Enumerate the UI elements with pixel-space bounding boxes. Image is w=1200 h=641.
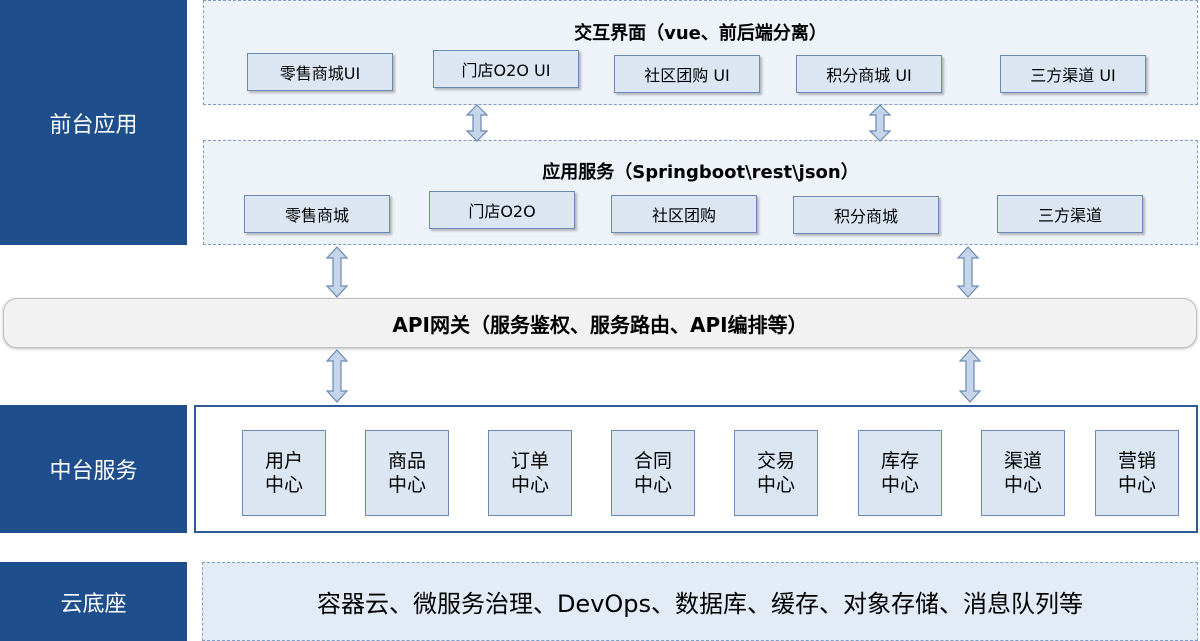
- arrow-ui-service-left: [465, 104, 489, 142]
- center-transaction: 交易 中心: [734, 430, 818, 516]
- center-line1: 商品: [387, 450, 426, 472]
- center-line1: 订单: [510, 450, 549, 472]
- center-line1: 交易: [756, 450, 795, 472]
- center-contract: 合同 中心: [611, 430, 695, 516]
- middle-services-panel: 用户 中心 商品 中心 订单 中心 合同 中心 交易 中心 库存 中心 渠道 中…: [194, 405, 1198, 533]
- middle-label: 中台服务: [0, 405, 187, 533]
- ui-box-third-party: 三方渠道 UI: [1000, 55, 1146, 93]
- service-layer-panel: 应用服务（Springboot\rest\json） 零售商城 门店O2O 社区…: [203, 140, 1198, 245]
- base-label-text: 云底座: [60, 591, 127, 617]
- service-box-label: 社区团购: [651, 206, 716, 225]
- center-inventory: 库存 中心: [858, 430, 942, 516]
- interaction-layer-panel: 交互界面（vue、前后端分离） 零售商城UI 门店O2O UI 社区团购 UI …: [203, 0, 1198, 105]
- arrow-service-gateway-right: [956, 246, 980, 298]
- ui-box-label: 零售商城UI: [279, 64, 361, 83]
- center-line2: 中心: [1003, 474, 1042, 496]
- ui-box-o2o: 门店O2O UI: [433, 50, 579, 88]
- api-gateway-bar: API网关（服务鉴权、服务路由、API编排等）: [3, 298, 1197, 348]
- center-line2: 中心: [264, 474, 303, 496]
- center-line1: 营销: [1117, 450, 1156, 472]
- frontend-label: 前台应用: [0, 0, 187, 245]
- service-box-label: 积分商城: [833, 207, 898, 226]
- api-gateway-label: API网关（服务鉴权、服务路由、API编排等）: [392, 312, 808, 337]
- center-channel: 渠道 中心: [981, 430, 1065, 516]
- base-label: 云底座: [0, 562, 187, 641]
- arrow-gateway-middle-left: [325, 349, 349, 403]
- center-line2: 中心: [880, 474, 919, 496]
- cloud-base-panel: 容器云、微服务治理、DevOps、数据库、缓存、对象存储、消息队列等: [202, 562, 1198, 641]
- service-box-third-party: 三方渠道: [997, 195, 1143, 233]
- center-line2: 中心: [633, 474, 672, 496]
- service-box-group-buy: 社区团购: [611, 195, 757, 233]
- service-box-points-mall: 积分商城: [793, 196, 939, 234]
- center-line1: 库存: [880, 450, 919, 472]
- center-order: 订单 中心: [488, 430, 572, 516]
- ui-box-group-buy: 社区团购 UI: [614, 55, 760, 93]
- arrow-service-gateway-left: [325, 246, 349, 298]
- ui-box-label: 三方渠道 UI: [1030, 66, 1116, 85]
- center-line2: 中心: [510, 474, 549, 496]
- center-product: 商品 中心: [365, 430, 449, 516]
- ui-box-label: 积分商城 UI: [826, 66, 912, 85]
- center-marketing: 营销 中心: [1095, 430, 1179, 516]
- service-box-o2o: 门店O2O: [429, 191, 575, 229]
- cloud-base-content: 容器云、微服务治理、DevOps、数据库、缓存、对象存储、消息队列等: [316, 590, 1084, 618]
- service-box-label: 门店O2O: [468, 202, 536, 221]
- center-line2: 中心: [1117, 474, 1156, 496]
- center-line1: 渠道: [1003, 450, 1042, 472]
- center-user: 用户 中心: [242, 430, 326, 516]
- ui-box-label: 社区团购 UI: [644, 66, 730, 85]
- frontend-label-text: 前台应用: [49, 112, 138, 138]
- service-layer-title: 应用服务（Springboot\rest\json）: [542, 162, 859, 183]
- ui-box-label: 门店O2O UI: [461, 61, 551, 80]
- arrow-gateway-middle-right: [958, 349, 982, 403]
- interaction-layer-title: 交互界面（vue、前后端分离）: [574, 23, 827, 44]
- ui-box-points-mall: 积分商城 UI: [796, 55, 942, 93]
- service-box-retail: 零售商城: [244, 195, 390, 233]
- center-line1: 用户: [264, 450, 303, 472]
- middle-label-text: 中台服务: [49, 459, 138, 484]
- ui-box-retail: 零售商城UI: [247, 53, 393, 91]
- service-box-label: 三方渠道: [1037, 206, 1102, 225]
- center-line2: 中心: [387, 474, 426, 496]
- service-box-label: 零售商城: [284, 206, 349, 225]
- center-line1: 合同: [633, 450, 672, 472]
- arrow-ui-service-right: [868, 104, 892, 142]
- center-line2: 中心: [756, 474, 795, 496]
